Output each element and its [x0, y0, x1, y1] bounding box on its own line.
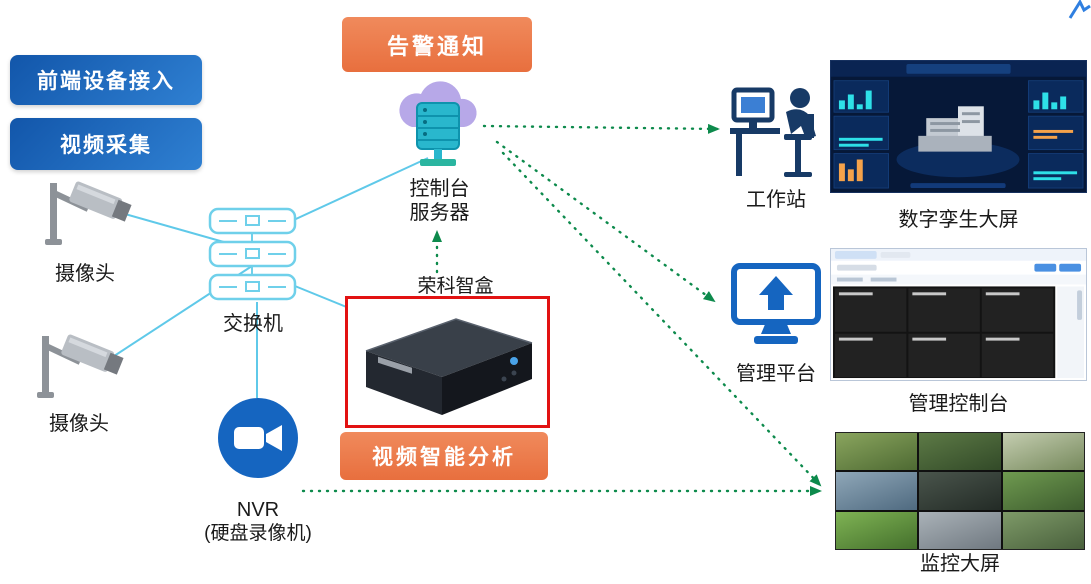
- camera-feed-thumbnail: [836, 472, 918, 510]
- camera-feed-thumbnail: [919, 472, 1001, 510]
- camera-feed-thumbnail: [836, 511, 918, 549]
- corner-decoration-icon: [1068, 0, 1091, 19]
- server-label: 服务器: [409, 202, 470, 224]
- camera-feed-thumbnail: [919, 433, 1001, 471]
- monitor-upload-icon: [731, 263, 821, 344]
- nvr-label: NVR: [236, 499, 280, 521]
- edge-box-device: [365, 318, 533, 415]
- monitor-wall-screenshot: [835, 432, 1085, 550]
- camera-top-label: 摄像头: [55, 263, 115, 285]
- camera-feed-thumbnail: [1002, 433, 1084, 471]
- nvr-sublabel: (硬盘录像机): [204, 523, 312, 544]
- mgmt-console-screenshot: [830, 248, 1087, 381]
- person-at-desk-icon: [730, 87, 816, 177]
- smartbox-label: 荣科智盒: [417, 276, 494, 297]
- video-recorder-icon: [218, 398, 298, 478]
- cctv-camera-icon: [37, 334, 124, 398]
- cctv-camera-icon: [45, 181, 132, 245]
- network-switch-icon: [208, 207, 297, 301]
- video-analysis-banner: 视频智能分析: [340, 432, 548, 480]
- monitor-wall-label: 监控大屏: [920, 553, 1000, 575]
- alarm-banner: 告警通知: [342, 17, 532, 72]
- cloud-server-icon: [399, 81, 477, 166]
- console-label: 控制台: [409, 178, 470, 200]
- mgmt-console-label: 管理控制台: [908, 393, 1009, 415]
- switch-label: 交换机: [223, 313, 283, 335]
- mgmt-platform-label: 管理平台: [736, 363, 816, 385]
- camera-feed-thumbnail: [919, 511, 1001, 549]
- smartbox-highlight-frame: [345, 296, 550, 428]
- camera-feed-thumbnail: [1002, 472, 1084, 510]
- workstation-label: 工作站: [746, 189, 806, 211]
- front-access-badge: 前端设备接入: [10, 55, 202, 105]
- digital-twin-label: 数字孪生大屏: [898, 209, 1019, 231]
- camera-bottom-label: 摄像头: [49, 413, 109, 435]
- camera-feed-thumbnail: [1002, 511, 1084, 549]
- camera-feed-thumbnail: [836, 433, 918, 471]
- video-capture-badge: 视频采集: [10, 118, 202, 170]
- digital-twin-screenshot: [830, 60, 1087, 193]
